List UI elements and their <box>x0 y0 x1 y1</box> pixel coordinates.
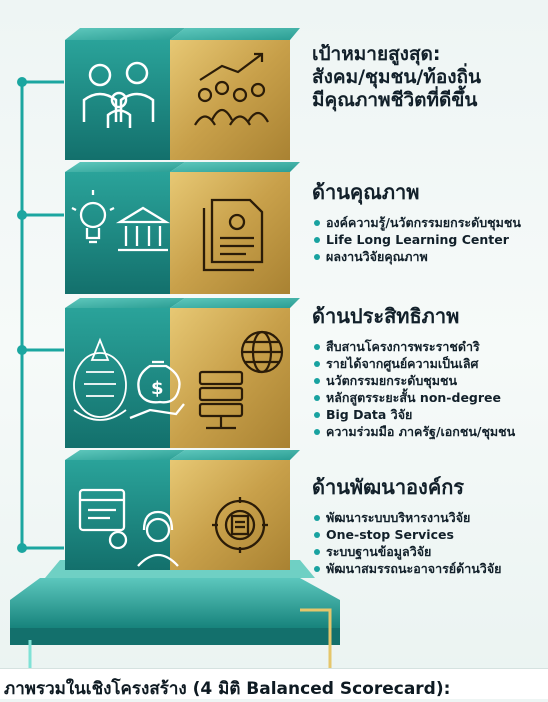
svg-text:$: $ <box>151 378 164 399</box>
globe-icon <box>240 330 284 374</box>
support-agent-icon <box>137 510 179 567</box>
money-bag-hand-icon: $ <box>129 360 185 420</box>
goal-line-3: มีคุณภาพชีวิตที่ดีขึ้น <box>312 88 478 111</box>
servers-icon <box>198 370 244 430</box>
family-icon <box>82 61 155 128</box>
block-efficiency <box>65 298 300 448</box>
document-gear-icon <box>202 198 264 272</box>
list-item: หลักสูตรระยะสั้น non-degree <box>312 389 515 406</box>
list-item: ความร่วมมือ ภาครัฐ/เอกชน/ชุมชน <box>312 423 515 440</box>
efficiency-title: ด้านประสิทธิภาพ <box>312 304 460 328</box>
list-item: Life Long Learning Center <box>312 231 521 248</box>
footer-caption: ภาพรวมในเชิงโครงสร้าง (4 มิติ Balanced S… <box>0 668 548 699</box>
organization-section: ด้านพัฒนาองค์กร พัฒนาระบบบริหารงานวิจัย … <box>312 471 501 577</box>
list-item: พัฒนาระบบบริหารงานวิจัย <box>312 509 501 526</box>
list-item: ระบบฐานข้อมูลวิจัย <box>312 543 501 560</box>
lightbulb-icon <box>71 190 115 244</box>
block-goal <box>65 28 300 160</box>
quality-section: ด้านคุณภาพ องค์ความรู้/นวัตกรรมยกระดับชุ… <box>312 176 521 265</box>
goal-line-1: เป้าหมายสูงสุด: <box>312 43 441 65</box>
list-item: ผลงานวิจัยคุณภาพ <box>312 248 521 265</box>
efficiency-list: สืบสานโครงการพระราชดำริ รายได้จากศูนย์คว… <box>312 338 515 440</box>
quality-title: ด้านคุณภาพ <box>312 180 420 204</box>
goal-line-2: สังคม/ชุมชน/ท้องถิ่น <box>312 65 481 88</box>
goal-text: เป้าหมายสูงสุด: สังคม/ชุมชน/ท้องถิ่น มีค… <box>312 43 481 111</box>
list-item: One-stop Services <box>312 526 501 543</box>
organization-title: ด้านพัฒนาองค์กร <box>312 475 465 499</box>
footer-text: ภาพรวมในเชิงโครงสร้าง (4 มิติ Balanced S… <box>4 679 451 699</box>
block-quality <box>65 162 300 294</box>
list-item: นวัตกรรมยกระดับชุมชน <box>312 372 515 389</box>
list-item: สืบสานโครงการพระราชดำริ <box>312 338 515 355</box>
list-item: พัฒนาสมรรถนะอาจารย์ด้านวิจัย <box>312 560 501 577</box>
efficiency-section: ด้านประสิทธิภาพ สืบสานโครงการพระราชดำริ … <box>312 300 515 440</box>
crowd-growth-icon <box>194 52 269 126</box>
quality-list: องค์ความรู้/นวัตกรรมยกระดับชุมชน Life Lo… <box>312 214 521 265</box>
list-item: องค์ความรู้/นวัตกรรมยกระดับชุมชน <box>312 214 521 231</box>
browser-settings-icon <box>78 488 128 550</box>
connector-lines <box>20 80 64 550</box>
list-item: รายได้จากศูนย์ความเป็นเลิศ <box>312 355 515 372</box>
building-icon <box>115 206 171 252</box>
royal-emblem-icon <box>73 337 127 421</box>
list-item: Big Data วิจัย <box>312 406 515 423</box>
base-platform <box>10 560 340 668</box>
gear-document-icon <box>212 497 268 553</box>
organization-list: พัฒนาระบบบริหารงานวิจัย One-stop Service… <box>312 509 501 577</box>
